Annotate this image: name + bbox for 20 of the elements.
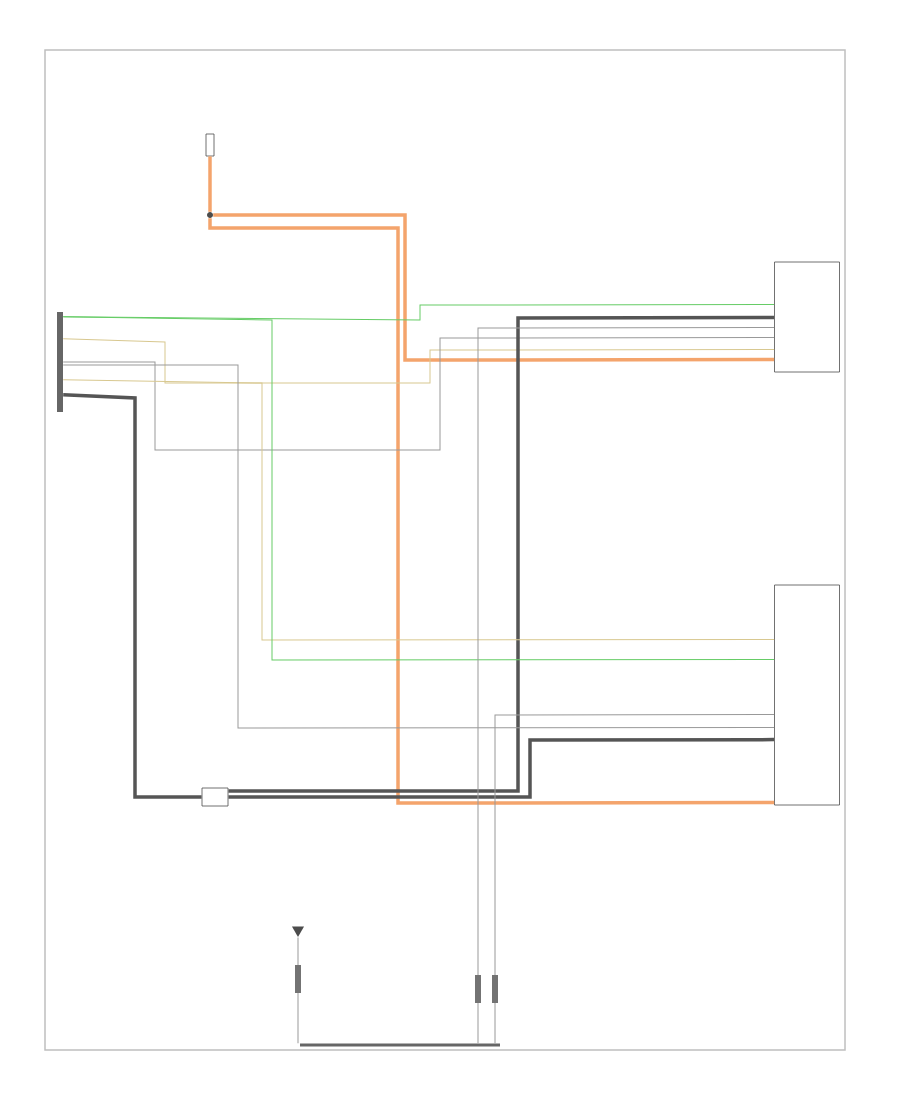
wire bbox=[208, 217, 775, 805]
wire bbox=[62, 337, 775, 451]
wire bbox=[228, 737, 775, 799]
module-box bbox=[774, 584, 840, 806]
wire bbox=[62, 364, 775, 729]
wire bbox=[62, 316, 775, 661]
wire bbox=[494, 714, 775, 1044]
ground-bus bbox=[300, 1043, 500, 1047]
module-box bbox=[774, 261, 840, 373]
wire bbox=[62, 338, 775, 384]
connector-bar bbox=[57, 312, 63, 412]
wire bbox=[62, 379, 775, 641]
switch-box bbox=[201, 787, 229, 807]
wire bbox=[208, 156, 212, 212]
wire bbox=[228, 315, 775, 793]
wire bbox=[213, 213, 775, 362]
wire bbox=[477, 327, 775, 1044]
wire bbox=[63, 393, 202, 799]
ground-symbol bbox=[291, 926, 305, 937]
fuse-symbol bbox=[205, 133, 215, 157]
